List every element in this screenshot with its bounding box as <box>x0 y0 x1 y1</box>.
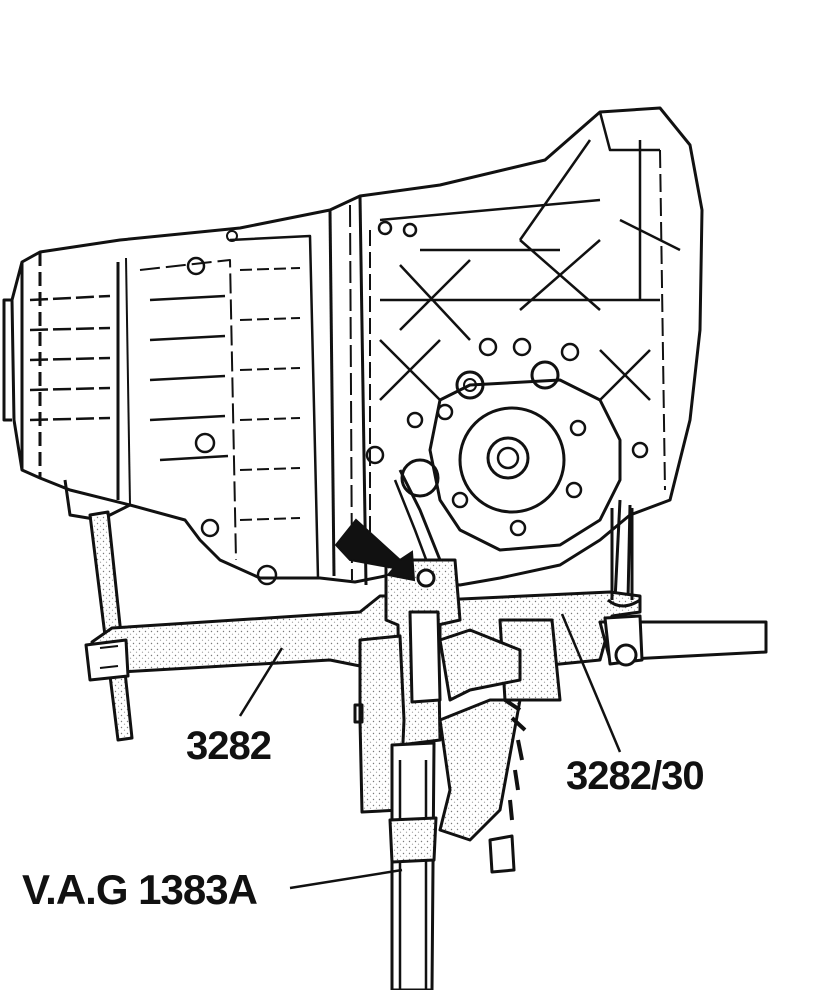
label-3282-30: 3282/30 <box>566 754 705 798</box>
pointer-arrow-icon <box>334 518 416 582</box>
leader-vag-1383a <box>289 868 403 890</box>
transmission-lift-vag-1383a <box>353 558 527 990</box>
support-bar-3282 <box>84 508 768 742</box>
leader-3282-30 <box>560 613 622 753</box>
label-3282: 3282 <box>186 724 272 768</box>
leader-3282 <box>238 647 284 717</box>
callout-leaders <box>238 613 622 890</box>
transmission-housing <box>2 106 704 601</box>
label-vag-1383a: V.A.G 1383A <box>22 866 258 913</box>
